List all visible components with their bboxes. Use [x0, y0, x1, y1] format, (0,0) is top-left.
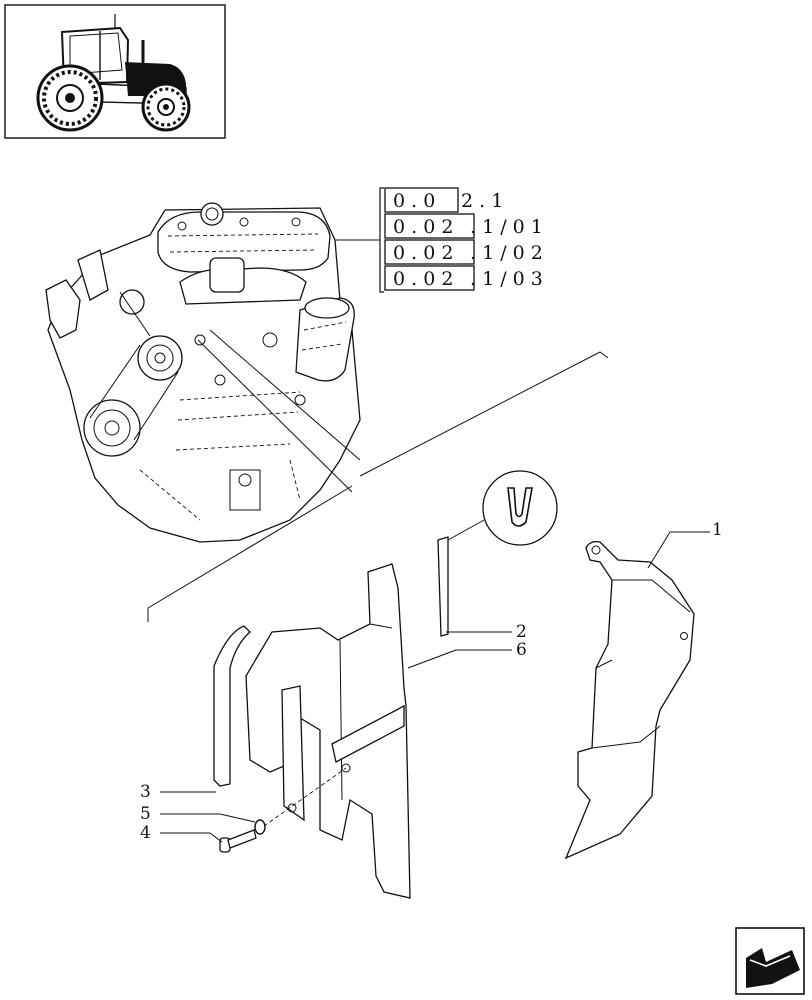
part-5-washer[interactable]: [160, 813, 266, 835]
reference-code-boxed: 0 . 0 2: [393, 216, 453, 238]
tractor-thumbnail: [4, 4, 226, 139]
reference-code-suffix: . 1 / 0 1: [470, 216, 543, 238]
callout-6: 6: [516, 640, 527, 660]
part-3-seal-strip[interactable]: [213, 625, 251, 787]
part-1-shield[interactable]: [564, 531, 710, 860]
callout-1: 1: [712, 520, 723, 540]
next-page-arrow-icon: [746, 948, 800, 988]
callout-2: 2: [516, 622, 527, 642]
reference-list: 0 . 0 2 . 1 0 . 0 2 . 1 / 0 1 0 . 0 2 . …: [330, 187, 543, 293]
trim-profile-detail: [447, 470, 558, 546]
tractor-icon: [36, 14, 191, 132]
callout-labels: 1 2 6 3 5 4: [140, 520, 723, 843]
reference-code-boxed: 0 . 0: [393, 190, 435, 212]
part-6-shield-plate[interactable]: [245, 563, 512, 899]
reference-row[interactable]: 0 . 0 2 . 1 / 0 1: [384, 213, 543, 239]
reference-code-boxed: 0 . 0 2: [393, 268, 453, 290]
part-4-bolt[interactable]: [160, 829, 257, 853]
section-frame: [147, 351, 609, 622]
reference-code-suffix: 2 . 1: [461, 190, 503, 212]
part-2-trim-strip[interactable]: [437, 536, 512, 637]
assembly-axis: [263, 767, 347, 827]
next-page-button[interactable]: [735, 927, 805, 995]
reference-code-suffix: . 1 / 0 2: [470, 242, 543, 264]
callout-4: 4: [140, 823, 151, 843]
reference-row[interactable]: 0 . 0 2 . 1: [384, 187, 503, 213]
callout-3: 3: [140, 782, 151, 802]
reference-code-suffix: . 1 / 0 3: [470, 268, 543, 290]
callout-5: 5: [140, 804, 151, 824]
reference-row[interactable]: 0 . 0 2 . 1 / 0 2: [384, 239, 543, 265]
engine-illustration: [45, 202, 361, 543]
reference-row[interactable]: 0 . 0 2 . 1 / 0 3: [384, 265, 543, 291]
reference-code-boxed: 0 . 0 2: [393, 242, 453, 264]
